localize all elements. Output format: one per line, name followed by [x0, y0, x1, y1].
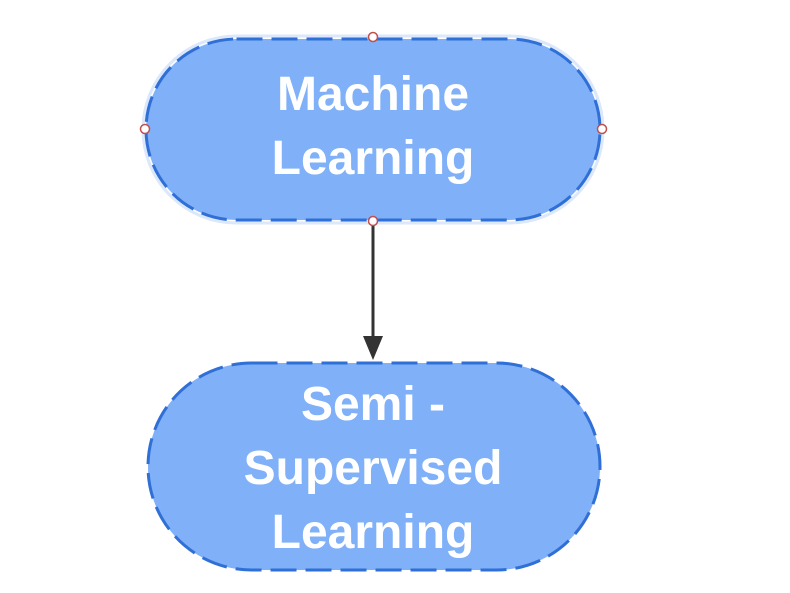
- node-label-line-3: Learning: [272, 506, 475, 559]
- connection-handle-right[interactable]: [596, 123, 608, 135]
- node-shape: [144, 37, 602, 222]
- node-label-line-1: Machine: [277, 68, 469, 121]
- node-semi-supervised-learning[interactable]: Semi - Supervised Learning: [146, 361, 602, 572]
- node-machine-learning[interactable]: Machine Learning: [139, 31, 608, 227]
- node-label-line-2: Learning: [272, 132, 475, 185]
- connection-handle-bottom[interactable]: [367, 215, 379, 227]
- connection-handle-left[interactable]: [139, 123, 151, 135]
- node-shape: [146, 361, 602, 572]
- node-label-line-1: Semi -: [301, 378, 445, 431]
- connection-handle-top[interactable]: [367, 31, 379, 43]
- node-label-line-2: Supervised: [244, 442, 503, 495]
- connector-ml-to-semi-supervised[interactable]: [363, 222, 383, 360]
- arrowhead-icon: [363, 336, 383, 360]
